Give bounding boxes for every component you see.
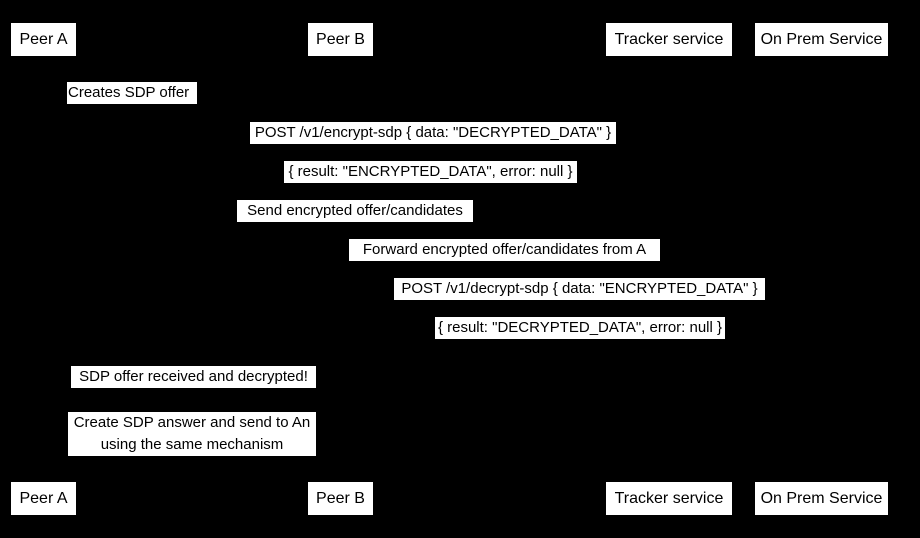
message-label-post-decrypt-sdp: POST /v1/decrypt-sdp { data: "ENCRYPTED_…	[394, 278, 765, 300]
lifeline-peer-b	[340, 57, 341, 481]
message-label-result-encrypted-data: { result: "ENCRYPTED_DATA", error: null …	[284, 161, 577, 183]
participant-top-tracker-service[interactable]: Tracker service	[605, 22, 733, 57]
message-label-sdp-offer-received: SDP offer received and decrypted!	[71, 366, 316, 388]
message-label-forward-encrypted-offer: Forward encrypted offer/candidates from …	[349, 239, 660, 261]
participant-top-peer-b[interactable]: Peer B	[307, 22, 374, 57]
participant-bottom-peer-a[interactable]: Peer A	[10, 481, 77, 516]
participant-bottom-peer-b[interactable]: Peer B	[307, 481, 374, 516]
message-label-post-encrypt-sdp: POST /v1/encrypt-sdp { data: "DECRYPTED_…	[250, 122, 616, 144]
message-label-send-encrypted-offer: Send encrypted offer/candidates	[237, 200, 473, 222]
lifeline-peer-a	[43, 57, 44, 481]
message-label-create-sdp-answer: Create SDP answer and send to An using t…	[68, 412, 316, 456]
lifeline-tracker-service	[669, 57, 670, 481]
lifeline-on-prem-service	[821, 57, 822, 481]
participant-top-on-prem-service[interactable]: On Prem Service	[754, 22, 889, 57]
participant-bottom-tracker-service[interactable]: Tracker service	[605, 481, 733, 516]
participant-top-peer-a[interactable]: Peer A	[10, 22, 77, 57]
message-label-result-decrypted-data: { result: "DECRYPTED_DATA", error: null …	[435, 317, 725, 339]
participant-bottom-on-prem-service[interactable]: On Prem Service	[754, 481, 889, 516]
message-label-creates-sdp-offer: Creates SDP offer	[67, 82, 197, 104]
